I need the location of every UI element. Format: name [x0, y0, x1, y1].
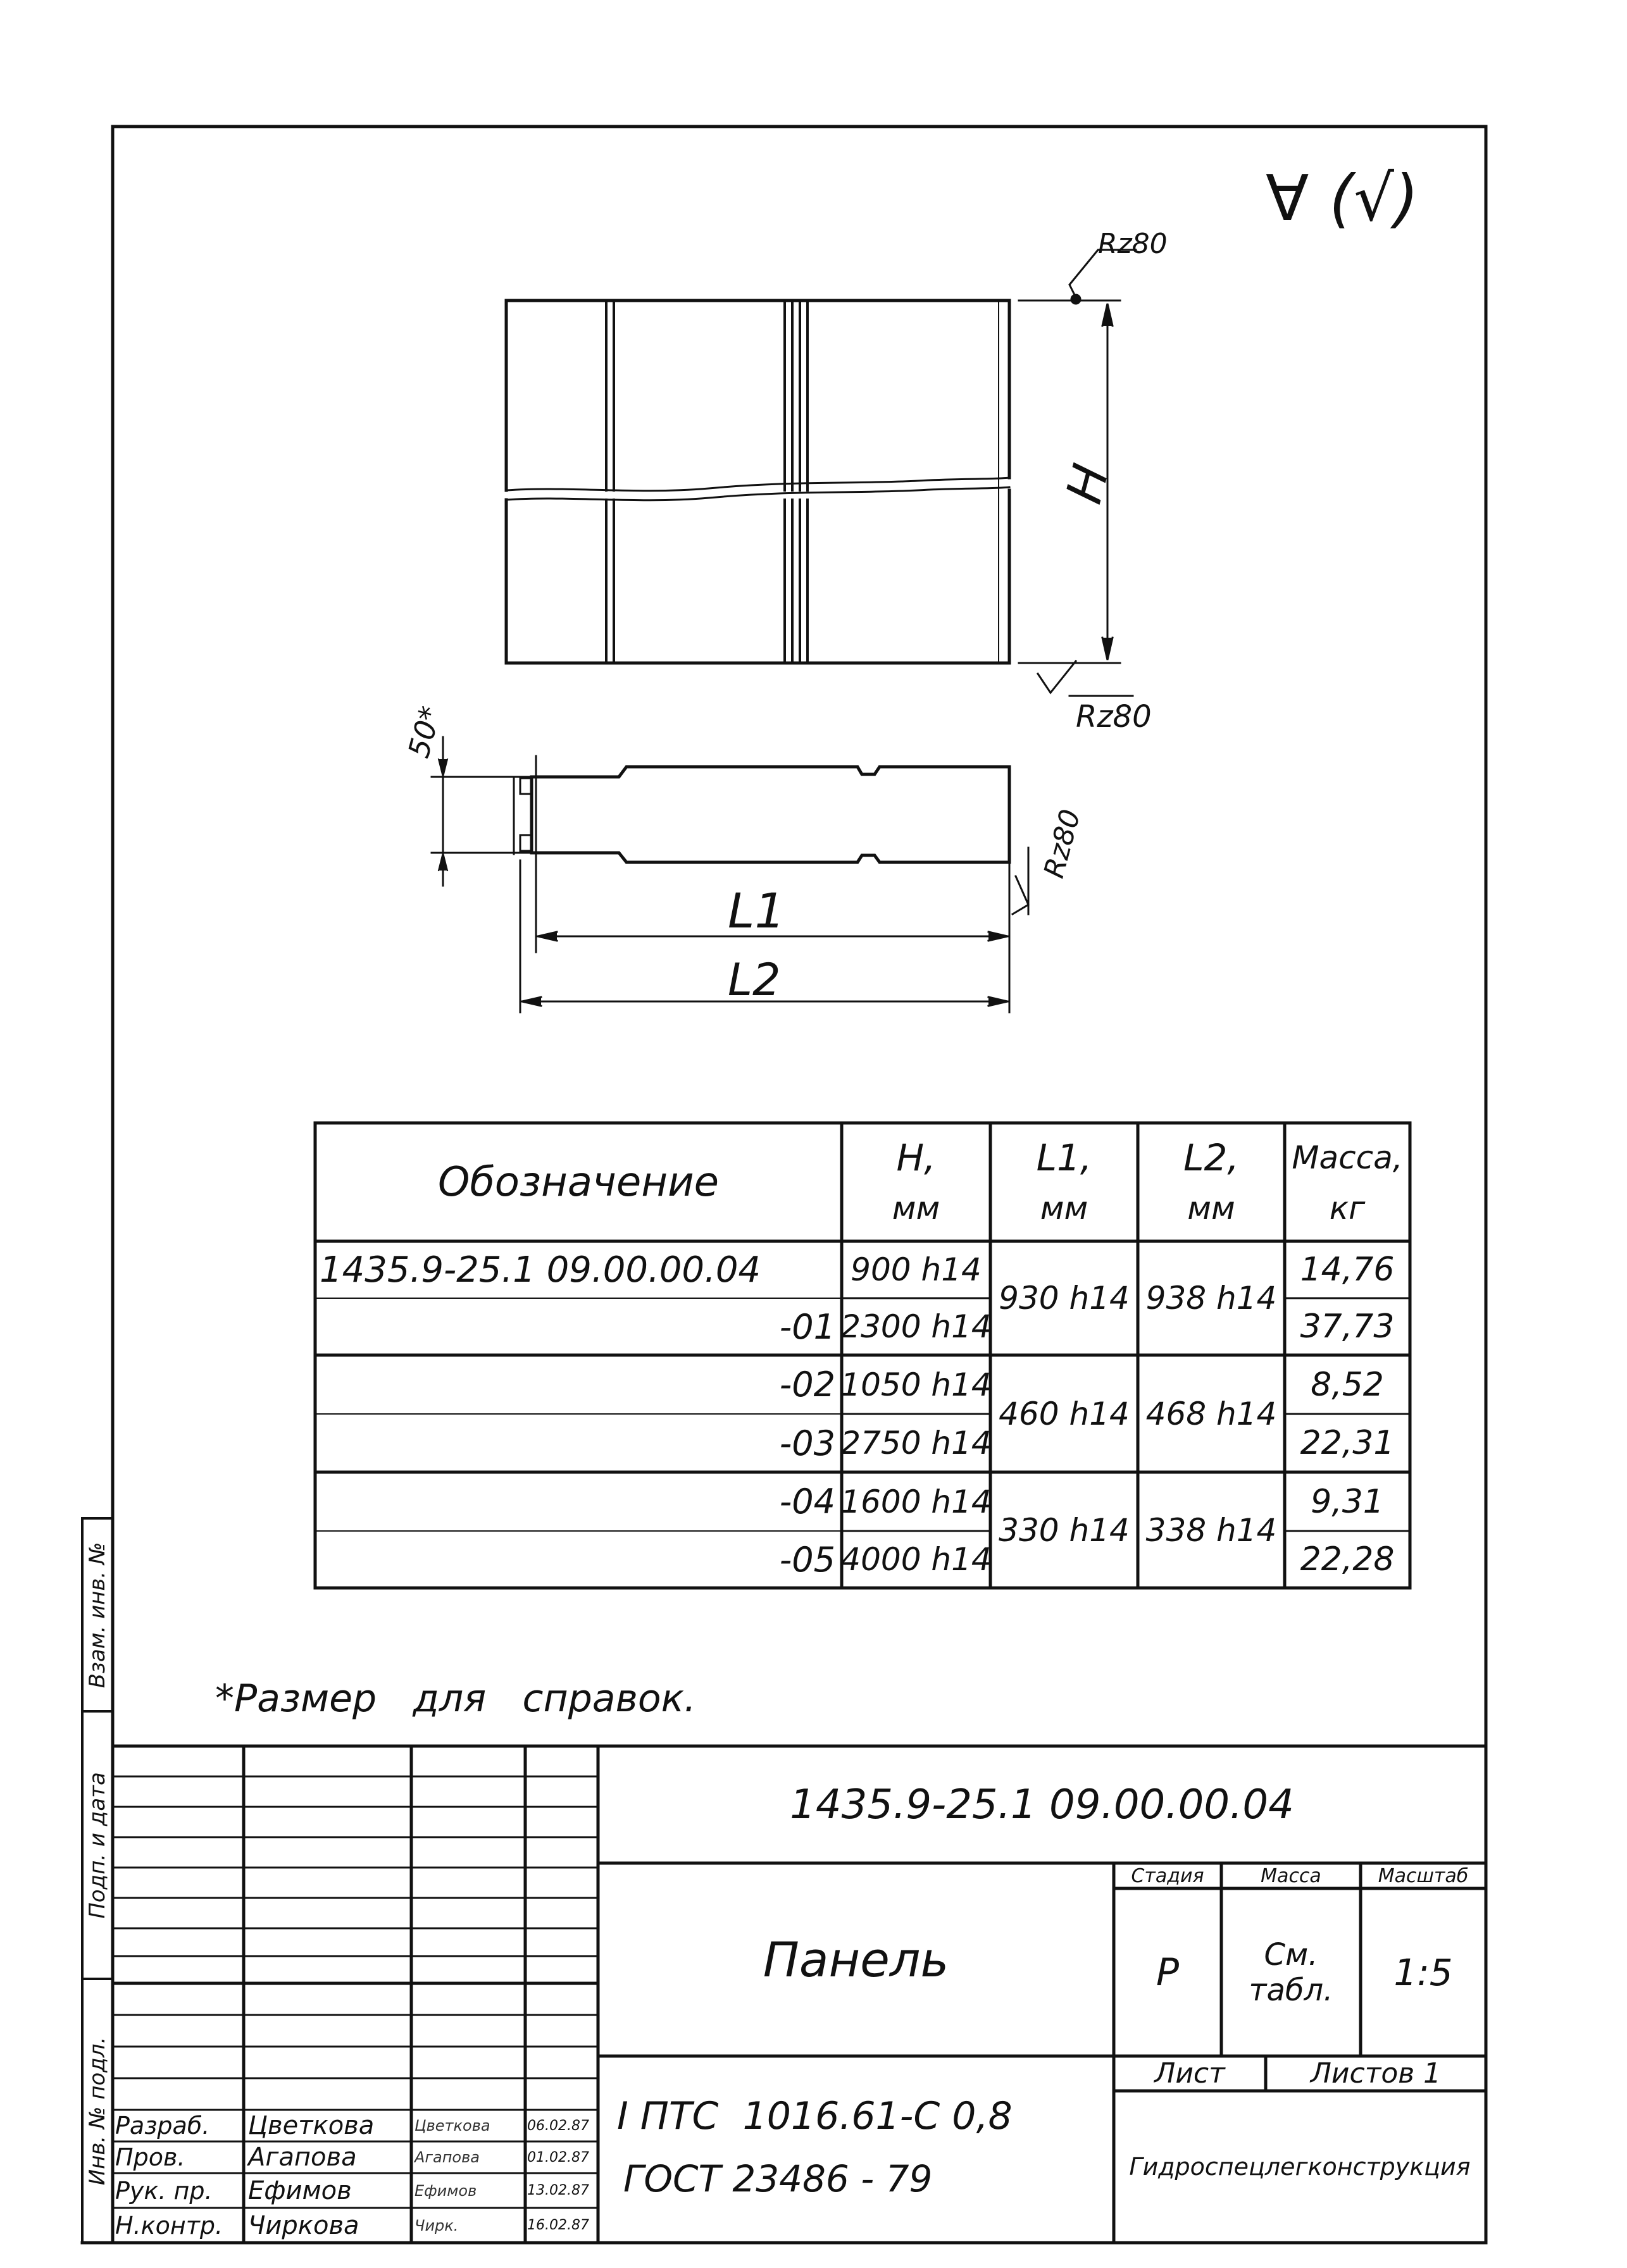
roughness-marks: [1011, 249, 1137, 916]
signature: Агапова: [415, 2148, 480, 2166]
dim-l1-label: L1: [728, 883, 785, 939]
margin-label-replace-inv: Взам. инв. №: [85, 1542, 110, 1689]
sheets-label: Листов 1: [1310, 2057, 1442, 2090]
table-header-mass: Масса,: [1292, 1139, 1403, 1176]
table-group-l1: 330 h14: [999, 1511, 1130, 1549]
reference-size-note: *Размер для справок.: [215, 1676, 696, 1721]
table-row-mass: 22,31: [1300, 1424, 1395, 1462]
table-header-designation: Обозначение: [437, 1158, 720, 1206]
table-row-mass: 9,31: [1311, 1482, 1384, 1521]
table-row-h: 1050 h14: [840, 1366, 992, 1403]
table-row-mass: 14,76: [1300, 1251, 1395, 1289]
sign-date: 13.02.87: [527, 2183, 589, 2198]
table-group-l1: 930 h14: [999, 1280, 1130, 1317]
stage-value: Р: [1156, 1950, 1180, 1995]
scale-label: Масштаб: [1378, 1864, 1469, 1887]
role-label: Н.контр.: [115, 2211, 223, 2240]
doc-code: 1435.9-25.1 09.00.00.04: [790, 1781, 1294, 1828]
table-header-l2-unit: мм: [1187, 1190, 1235, 1227]
person-name: Цветкова: [248, 2111, 375, 2140]
table-group-l2: 338 h14: [1145, 1511, 1277, 1549]
signature: Ефимов: [415, 2181, 477, 2200]
table-row-designation: -02: [779, 1365, 835, 1404]
organization-name: Гидроспецлегконструкция: [1129, 2153, 1471, 2181]
mass-value: См. табл.: [1249, 1936, 1333, 2008]
table-row-h: 900 h14: [851, 1251, 982, 1288]
table-row-designation: -04: [779, 1482, 835, 1521]
role-label: Пров.: [115, 2143, 185, 2171]
table-row-designation: -01: [779, 1306, 835, 1347]
roughness-bottom-label: Rz80: [1076, 699, 1152, 734]
title-block-grid: [111, 1744, 1488, 2245]
table-row-mass: 8,52: [1311, 1365, 1384, 1404]
material-line-1: I ПТС 1016.61-С 0,8: [617, 2094, 1013, 2138]
material-line-2: ГОСТ 23486 - 79: [623, 2157, 933, 2200]
table-row-designation: -05: [779, 1539, 835, 1580]
product-name: Панель: [763, 1931, 949, 1988]
table-row-h: 2300 h14: [840, 1308, 992, 1345]
dimension-l: [519, 755, 1011, 1013]
panel-front-view: [504, 299, 1011, 665]
spec-table-grid: [313, 1121, 1412, 1590]
sign-date: 01.02.87: [527, 2149, 589, 2166]
sign-date: 16.02.87: [527, 2217, 589, 2233]
margin-label-sign-date: Подп. и дата: [85, 1772, 110, 1919]
person-name: Агапова: [248, 2143, 357, 2172]
sheet-label: Лист: [1154, 2057, 1225, 2090]
mass-label: Масса: [1261, 1864, 1321, 1887]
sign-date: 06.02.87: [527, 2117, 589, 2134]
stage-label: Стадия: [1131, 1864, 1204, 1887]
roughness-top-label: Rz80: [1098, 228, 1168, 260]
person-name: Ефимов: [248, 2176, 352, 2205]
scale-value: 1:5: [1393, 1950, 1453, 1994]
table-header-mass-unit: кг: [1329, 1190, 1366, 1227]
table-group-l2: 468 h14: [1145, 1395, 1277, 1432]
table-row-mass: 22,28: [1300, 1540, 1395, 1578]
margin-label-inv: Инв. № подл.: [85, 2036, 110, 2186]
table-header-l2: L2,: [1183, 1136, 1239, 1179]
signature: Чирк.: [415, 2216, 459, 2234]
margin-stamp: [81, 1517, 114, 2244]
table-header-h-unit: мм: [892, 1190, 940, 1227]
table-row-designation: 1435.9-25.1 09.00.00.04: [320, 1249, 761, 1291]
table-header-l1-unit: мм: [1040, 1190, 1088, 1227]
table-row-h: 2750 h14: [840, 1425, 992, 1461]
table-group-l2: 938 h14: [1145, 1280, 1277, 1317]
person-name: Чиркова: [248, 2210, 359, 2240]
table-header-l1: L1,: [1036, 1136, 1092, 1179]
surface-finish-mark: ∀ (√): [1266, 161, 1419, 235]
table-row-h: 4000 h14: [840, 1541, 992, 1578]
table-row-designation: -03: [779, 1423, 835, 1463]
dimension-h: [1018, 299, 1121, 664]
role-label: Разраб.: [115, 2112, 210, 2140]
table-header-h: H,: [896, 1136, 936, 1179]
table-row-mass: 37,73: [1300, 1308, 1395, 1346]
table-row-h: 1600 h14: [840, 1483, 992, 1520]
signature: Цветкова: [415, 2117, 490, 2135]
role-label: Рук. пр.: [115, 2176, 213, 2205]
panel-side-view: [430, 736, 1011, 887]
table-group-l1: 460 h14: [999, 1395, 1130, 1432]
dim-l2-label: L2: [728, 954, 781, 1006]
